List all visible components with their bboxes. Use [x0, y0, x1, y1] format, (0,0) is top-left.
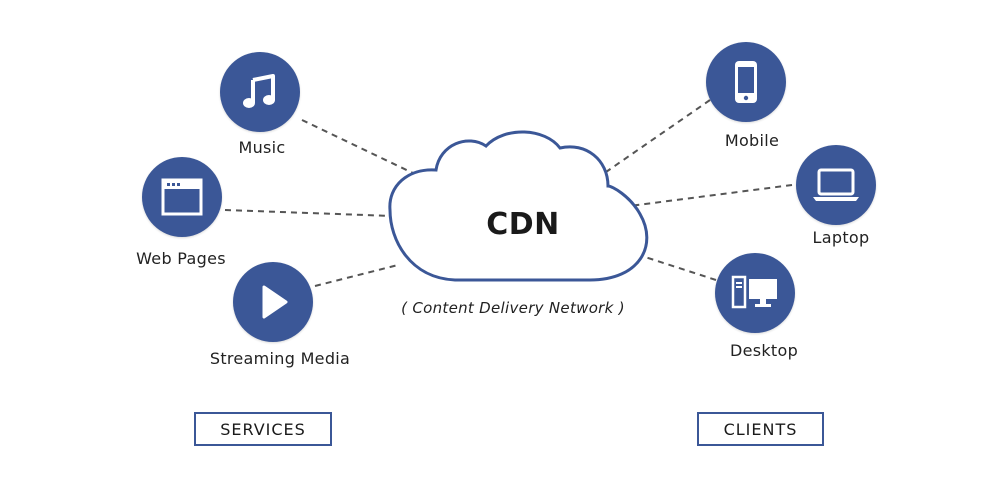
connector-laptop — [621, 184, 793, 208]
connector-mobile — [605, 99, 711, 173]
desktop-node — [715, 253, 795, 333]
web-pages-node — [142, 157, 222, 237]
music-note-icon — [243, 74, 275, 108]
laptop-node — [796, 145, 876, 225]
streaming-media-label: Streaming Media — [209, 349, 351, 368]
connector-streaming-media — [314, 264, 399, 287]
music-node — [220, 52, 300, 132]
services-group-label: SERVICES — [194, 412, 332, 446]
laptop-label: Laptop — [812, 228, 870, 247]
mobile-label: Mobile — [724, 131, 780, 150]
browser-window-icon — [161, 178, 203, 216]
web-pages-label: Web Pages — [136, 249, 226, 268]
clients-group-label: CLIENTS — [697, 412, 824, 446]
music-label: Music — [238, 138, 286, 157]
laptop-icon — [813, 168, 859, 201]
mobile-phone-icon — [735, 61, 757, 103]
cdn-cloud — [388, 130, 649, 282]
desktop-computer-icon — [731, 275, 777, 309]
cdn-title: CDN — [486, 207, 560, 242]
connector-desktop — [641, 255, 717, 281]
connector-web-pages — [224, 209, 394, 217]
cdn-subtitle: ( Content Delivery Network ) — [401, 299, 625, 317]
mobile-node — [706, 42, 786, 122]
connector-music — [301, 119, 441, 187]
play-icon — [262, 285, 288, 319]
streaming-media-node — [233, 262, 313, 342]
desktop-label: Desktop — [729, 341, 799, 360]
